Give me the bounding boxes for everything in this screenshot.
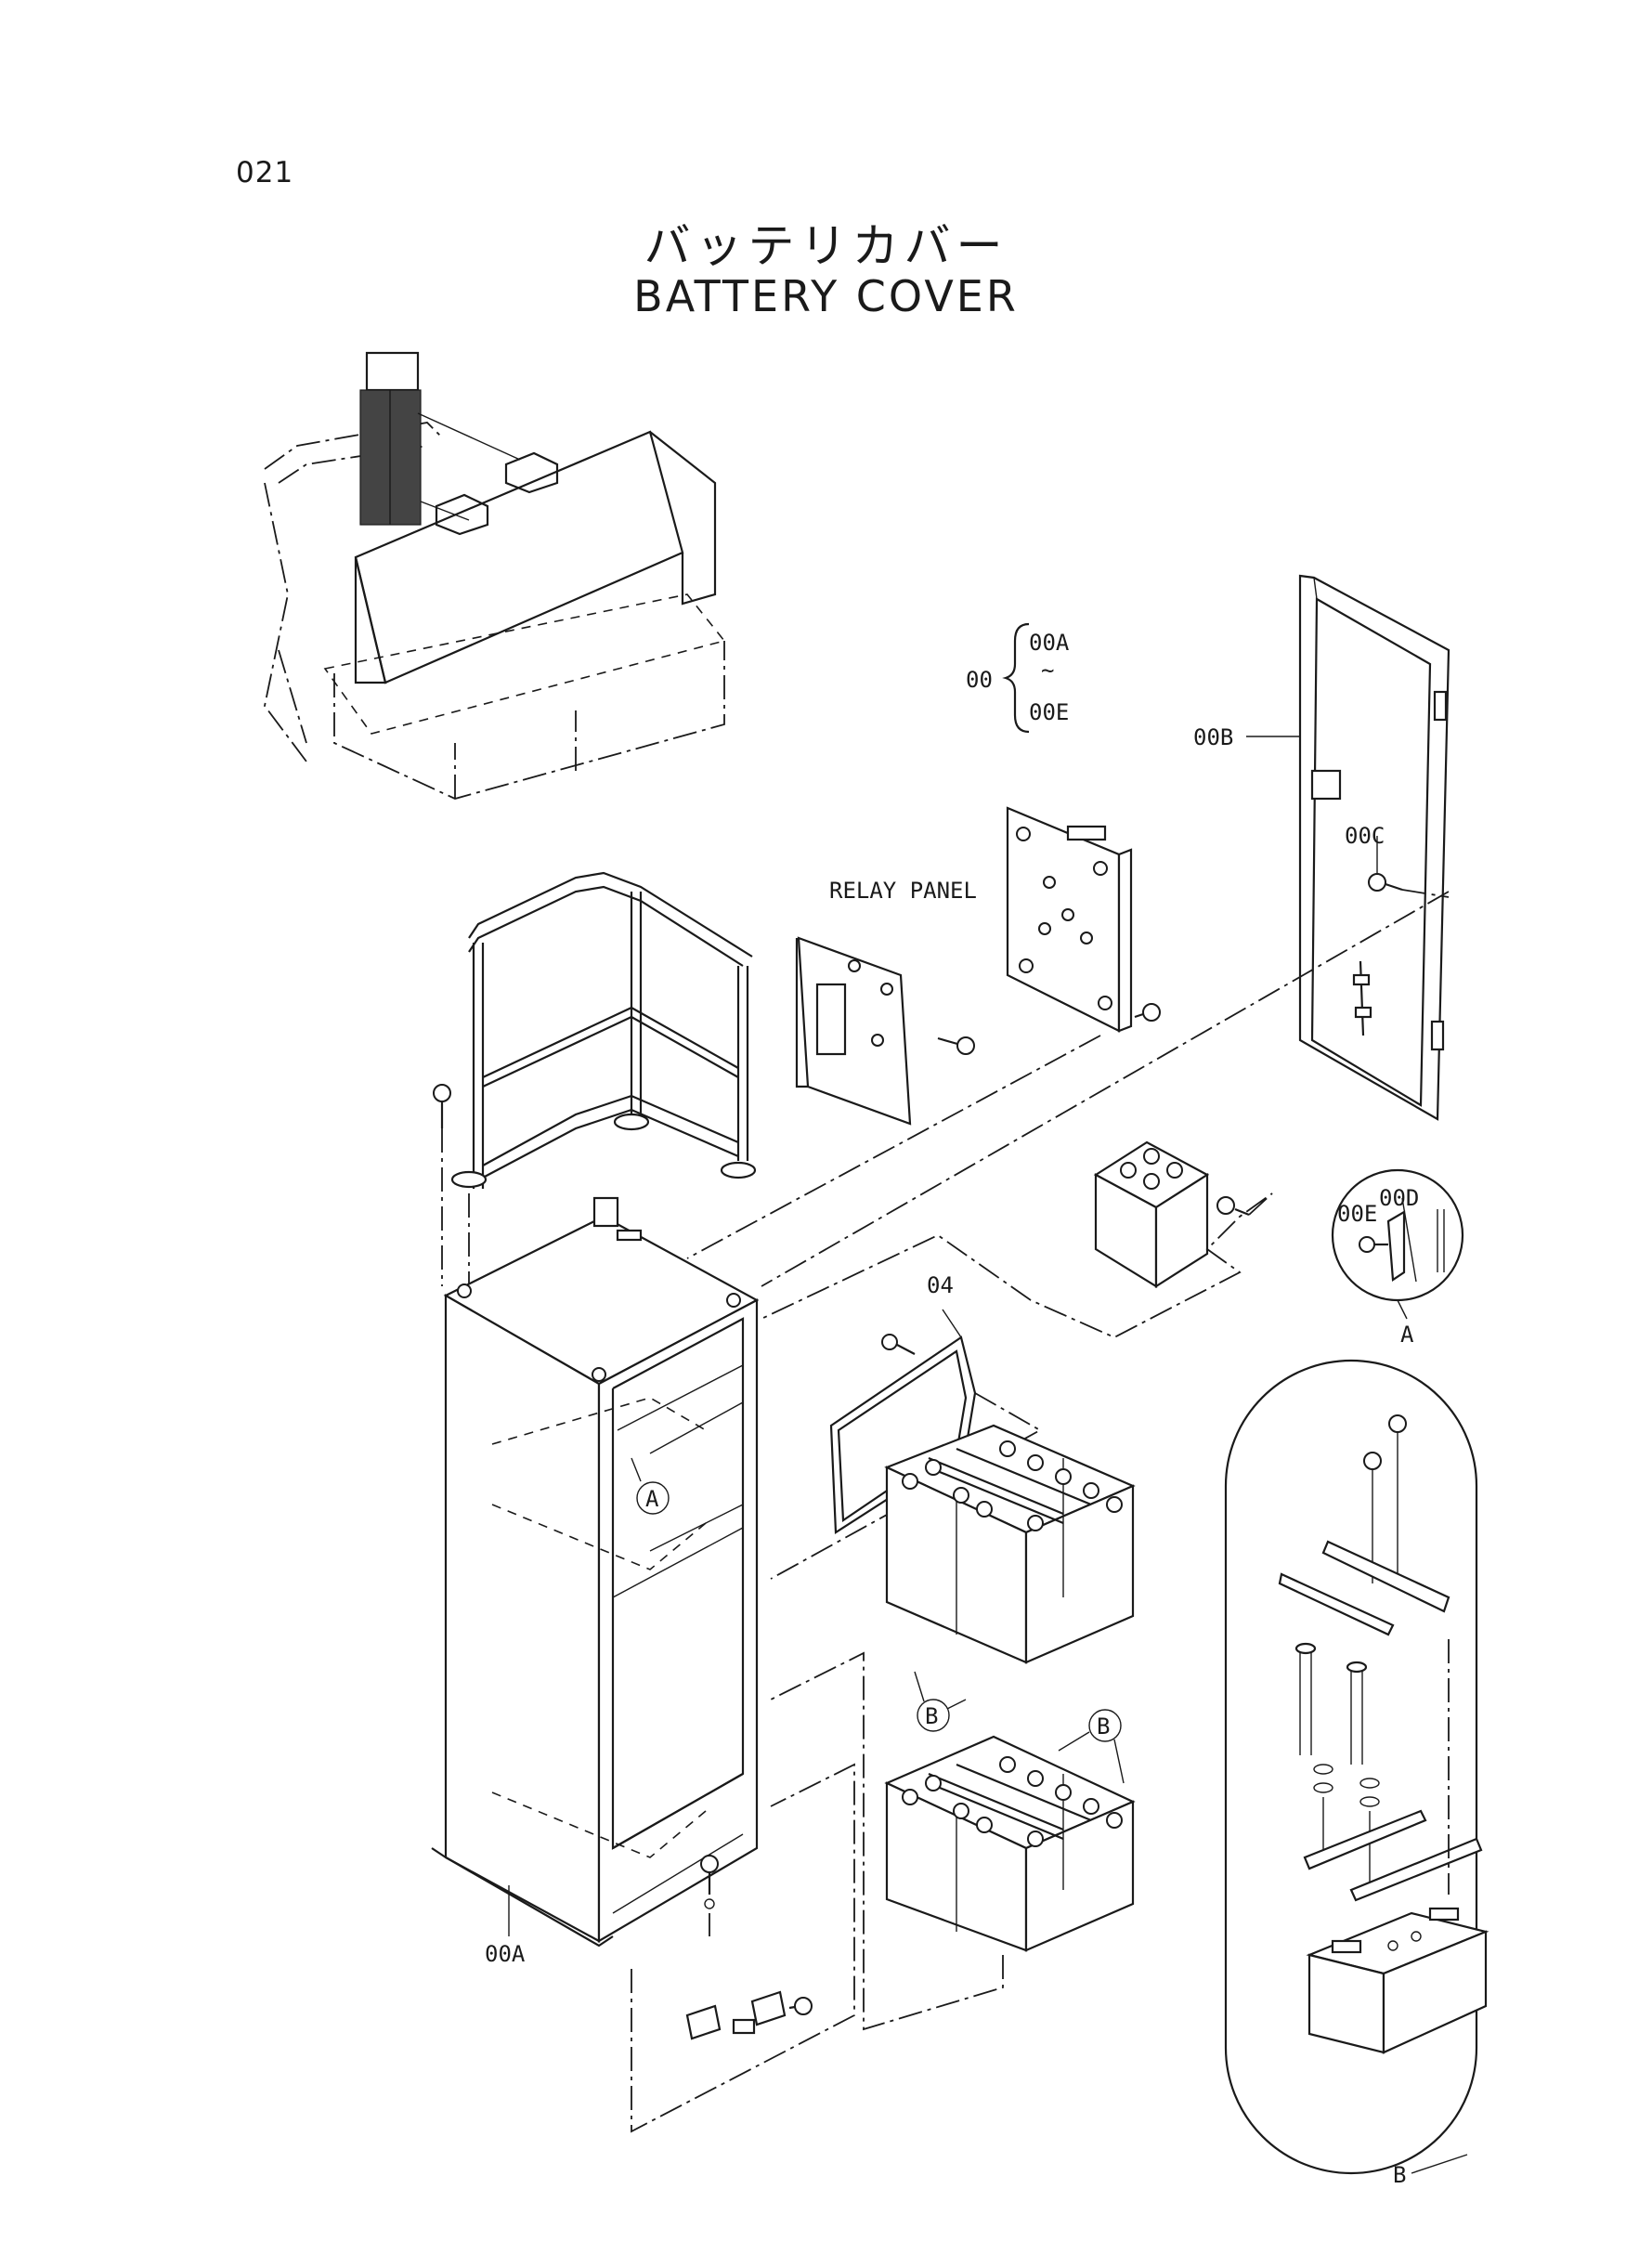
- detail-a: [1331, 1168, 1464, 1320]
- battery-box: [431, 1196, 760, 1948]
- door-part: [1246, 574, 1450, 1121]
- handrail: [433, 871, 757, 1286]
- leader-lines: [686, 891, 1450, 1287]
- label-box-callout-a: A: [645, 1486, 659, 1512]
- label-detail-a-part-e: 00E: [1337, 1201, 1377, 1227]
- relay-panel-assembly: [795, 806, 1161, 1126]
- lower-brackets: [631, 1763, 855, 2133]
- label-detail-b-tag: B: [1393, 2162, 1406, 2188]
- detail-b: [1224, 1359, 1489, 2175]
- label-group-prefix: 00: [966, 667, 993, 693]
- label-door: 00B: [1193, 724, 1233, 750]
- label-cover-plate: 04: [927, 1272, 954, 1298]
- title-english: BATTERY COVER: [633, 271, 1019, 321]
- label-door-screw: 00C: [1345, 823, 1385, 849]
- machine-overview: [264, 351, 726, 800]
- callout-labels: 00 00A ~ 00E 00B 00C RELAY PANEL 04 00D …: [485, 630, 1419, 2188]
- cover-plate: [770, 1309, 1042, 1580]
- bus-bar-box: [761, 1140, 1273, 1338]
- battery-set-upper: [884, 1424, 1136, 1732]
- label-group-tilde: ~: [1041, 658, 1054, 684]
- battery-set-lower: [770, 1651, 1136, 2031]
- label-box: 00A: [485, 1941, 526, 1967]
- label-relay-panel: RELAY PANEL: [829, 878, 977, 904]
- label-detail-a-part-d: 00D: [1379, 1185, 1419, 1211]
- label-battery-callout-b1: B: [925, 1703, 938, 1729]
- page-number: 021: [236, 156, 294, 189]
- title-japanese: バッテリカバー: [644, 219, 1008, 273]
- group-bracket: [1002, 622, 1030, 734]
- label-detail-a-tag: A: [1400, 1322, 1414, 1348]
- label-group-first: 00A: [1029, 630, 1070, 656]
- label-battery-callout-b2: B: [1097, 1713, 1110, 1739]
- label-group-last: 00E: [1029, 699, 1069, 725]
